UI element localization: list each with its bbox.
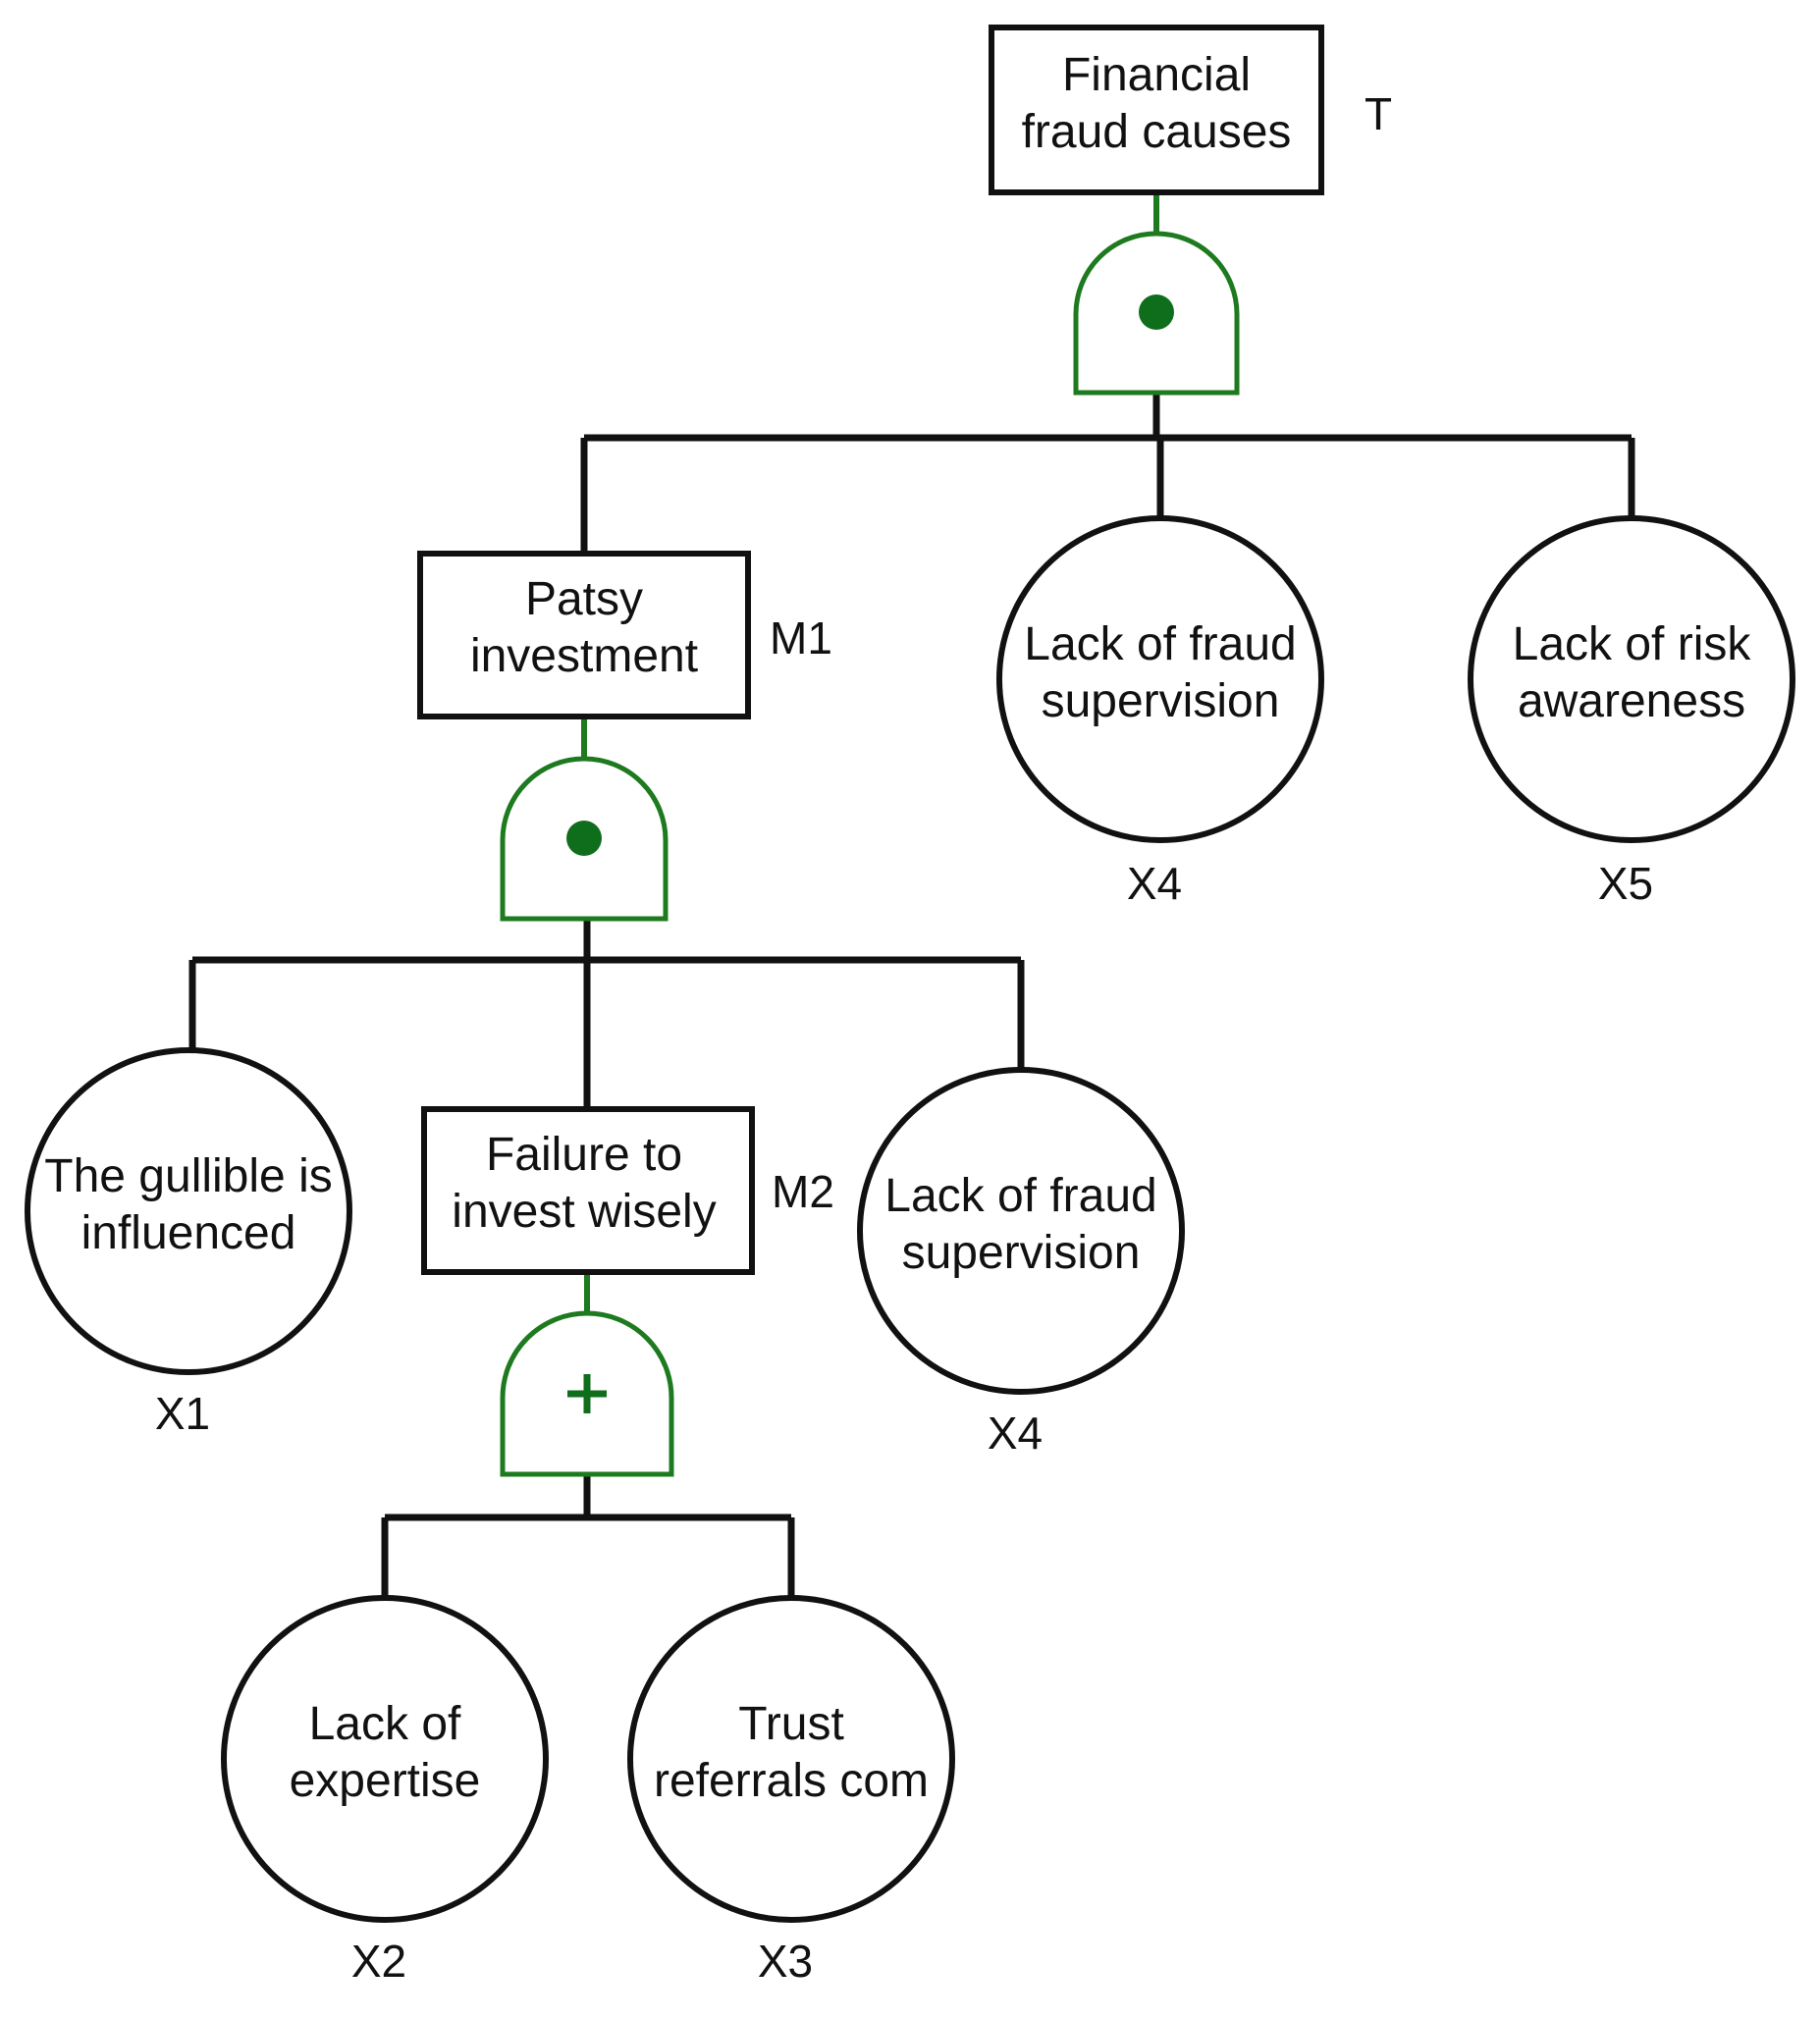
x2-label-line-1: Lack of xyxy=(309,1698,461,1750)
x3-label-line-2: referrals com xyxy=(654,1755,929,1807)
m2-label-line-2: invest wisely xyxy=(452,1186,716,1238)
x4-top-label-line-1: Lack of fraud xyxy=(1024,618,1297,670)
x3-circle xyxy=(627,1595,955,1923)
x3-id: X3 xyxy=(758,1936,813,1987)
basic-event-x3: Trust referrals com X3 xyxy=(627,1595,955,1987)
top-event: Financial fraud causes T xyxy=(989,25,1392,195)
m1-label-line-1: Patsy xyxy=(525,573,643,625)
m2-id: M2 xyxy=(772,1166,834,1217)
x5-label-line-2: awareness xyxy=(1518,675,1745,727)
m1-box xyxy=(417,551,751,719)
m2-box xyxy=(421,1106,755,1275)
x2-circle xyxy=(221,1595,549,1923)
x4-middle-id: X4 xyxy=(988,1408,1043,1459)
x3-label-line-1: Trust xyxy=(738,1698,844,1750)
x2-id: X2 xyxy=(351,1936,406,1987)
top-event-label-line-2: fraud causes xyxy=(1022,106,1292,158)
x1-label-line-1: The gullible is xyxy=(44,1150,332,1202)
m1-id: M1 xyxy=(770,612,832,664)
and-gate-icon xyxy=(1073,231,1240,396)
x1-id: X1 xyxy=(155,1388,210,1439)
x4-top-circle xyxy=(996,515,1324,843)
basic-event-x4-top: Lack of fraud supervision X4 xyxy=(996,515,1324,909)
x1-label-line-2: influenced xyxy=(81,1207,296,1259)
top-event-box xyxy=(989,25,1324,195)
x1-circle xyxy=(25,1047,352,1375)
intermediate-event-m2: Failure to invest wisely M2 xyxy=(421,1106,834,1275)
x4-middle-circle xyxy=(857,1067,1185,1395)
intermediate-event-m1: Patsy investment M1 xyxy=(417,551,832,719)
x5-circle xyxy=(1468,515,1795,843)
basic-event-x4-middle: Lack of fraud supervision X4 xyxy=(857,1067,1185,1459)
x5-label-line-1: Lack of risk xyxy=(1513,618,1752,670)
basic-event-x2: Lack of expertise X2 xyxy=(221,1595,549,1987)
x5-id: X5 xyxy=(1598,858,1653,909)
top-event-id: T xyxy=(1365,88,1392,139)
x2-label-line-2: expertise xyxy=(290,1755,481,1807)
x4-top-id: X4 xyxy=(1127,858,1182,909)
top-event-label-line-1: Financial xyxy=(1062,49,1251,101)
m2-label-line-1: Failure to xyxy=(486,1129,682,1181)
x4-middle-label-line-2: supervision xyxy=(902,1227,1141,1279)
connectors xyxy=(188,192,1635,1598)
x4-middle-label-line-1: Lack of fraud xyxy=(884,1170,1157,1222)
x4-top-label-line-2: supervision xyxy=(1042,675,1280,727)
basic-event-x5: Lack of risk awareness X5 xyxy=(1468,515,1795,909)
and-gate-icon xyxy=(500,756,669,922)
basic-event-x1: The gullible is influenced X1 xyxy=(25,1047,352,1439)
or-gate-icon xyxy=(500,1310,674,1477)
m1-label-line-2: investment xyxy=(470,630,698,682)
